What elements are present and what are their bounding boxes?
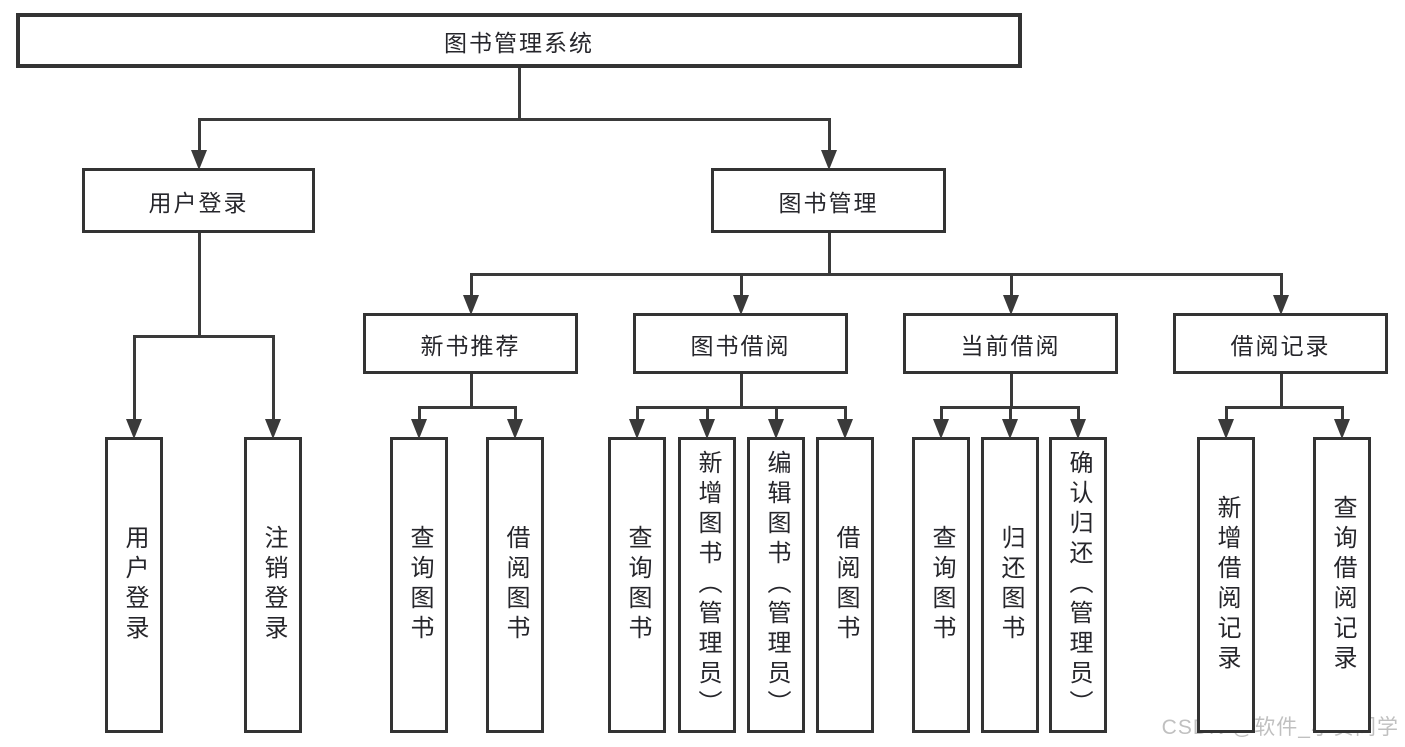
node-label: 查询图书 [406,525,433,645]
arrow-down-icon [507,419,523,439]
node-leaf-nbr-borrow: 借阅图书 [486,437,544,733]
connector-line [197,233,201,335]
node-leaf-user-login: 用户登录 [105,437,163,733]
node-label: 查询图书 [928,525,955,645]
connector-line [1279,374,1283,406]
connector-line [1279,273,1283,297]
arrow-down-icon [190,150,207,170]
connector-line [1009,406,1012,421]
node-current-borrow: 当前借阅 [903,313,1118,374]
arrow-down-icon [462,295,479,315]
arrow-down-icon [1272,295,1289,315]
node-borrow-records: 借阅记录 [1173,313,1388,374]
node-label: 新增借阅记录 [1213,495,1240,675]
node-label: 注销登录 [260,525,287,645]
connector-line [739,374,743,406]
node-label: 查询借阅记录 [1329,495,1356,675]
connector-line [133,335,136,421]
connector-line [1341,406,1344,421]
connector-line [775,406,778,421]
connector-line [1225,406,1344,409]
node-label: 图书管理系统 [444,29,594,56]
connector-line [469,374,473,406]
node-leaf-bb-edit: 编辑图书（管理员） [747,437,805,733]
connector-line [844,406,847,421]
node-label: 确认归还（管理员） [1065,450,1092,720]
arrow-down-icon [1002,295,1019,315]
connector-line [636,406,847,409]
connector-line [1009,374,1013,406]
node-label: 当前借阅 [960,332,1061,359]
connector-line [514,406,517,421]
arrow-down-icon [732,295,749,315]
arrow-down-icon [1070,419,1086,439]
connector-line [469,273,1283,276]
node-label: 图书借阅 [690,332,791,359]
node-label: 用户登录 [121,525,148,645]
node-label: 查询图书 [624,525,651,645]
node-label: 借阅图书 [502,525,529,645]
node-leaf-br-query: 查询借阅记录 [1313,437,1371,733]
connector-line [518,68,521,118]
arrow-down-icon [265,419,281,439]
connector-line [706,406,709,421]
arrow-down-icon [837,419,853,439]
node-label: 新增图书（管理员） [694,450,721,720]
node-leaf-bb-borrow: 借阅图书 [816,437,874,733]
node-leaf-cb-confirm: 确认归还（管理员） [1049,437,1107,733]
node-label: 图书管理 [778,189,879,216]
node-root: 图书管理系统 [16,13,1022,68]
node-leaf-bb-query: 查询图书 [608,437,666,733]
node-label: 编辑图书（管理员） [763,450,790,720]
node-user-login: 用户登录 [82,168,315,233]
connector-line [1077,406,1080,421]
arrow-down-icon [1218,419,1234,439]
connector-line [940,406,943,421]
arrow-down-icon [126,419,142,439]
arrow-down-icon [1334,419,1350,439]
connector-line [197,118,831,121]
connector-line [1225,406,1228,421]
node-book-mgmt: 图书管理 [711,168,946,233]
node-label: 新书推荐 [420,332,521,359]
node-book-borrow: 图书借阅 [633,313,848,374]
connector-line [418,406,421,421]
connector-line [133,335,275,338]
connector-line [827,233,831,273]
connector-line [827,118,831,152]
arrow-down-icon [629,419,645,439]
node-label: 借阅图书 [832,525,859,645]
arrow-down-icon [820,150,837,170]
node-new-book-rec: 新书推荐 [363,313,578,374]
connector-line [739,273,743,297]
connector-line [418,406,517,409]
connector-line [1009,273,1013,297]
node-leaf-nbr-query: 查询图书 [390,437,448,733]
node-leaf-logout: 注销登录 [244,437,302,733]
node-label: 用户登录 [148,189,249,216]
arrow-down-icon [699,419,715,439]
arrow-down-icon [933,419,949,439]
node-leaf-br-add: 新增借阅记录 [1197,437,1255,733]
node-label: 借阅记录 [1230,332,1331,359]
connector-line [197,118,201,152]
node-leaf-bb-add: 新增图书（管理员） [678,437,736,733]
arrow-down-icon [768,419,784,439]
node-label: 归还图书 [997,525,1024,645]
connector-line [469,273,473,297]
arrow-down-icon [411,419,427,439]
connector-line [272,335,275,421]
node-leaf-cb-query: 查询图书 [912,437,970,733]
node-leaf-cb-return: 归还图书 [981,437,1039,733]
connector-line [636,406,639,421]
arrow-down-icon [1002,419,1018,439]
